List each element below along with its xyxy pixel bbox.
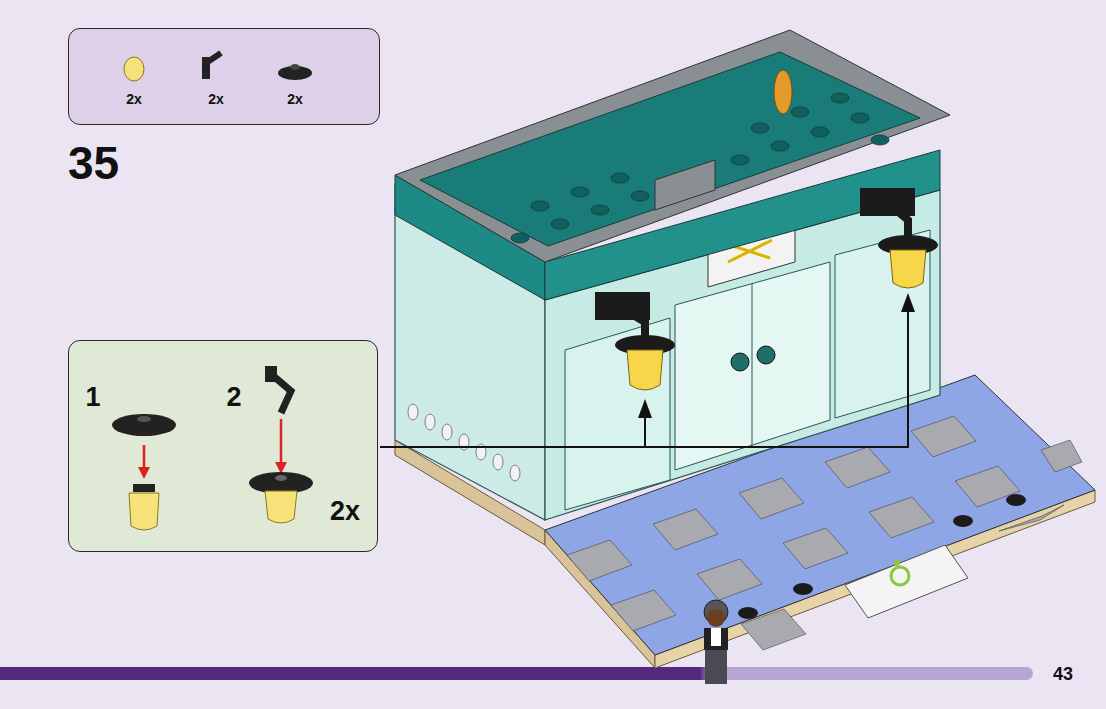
parts-callout: 2x 2x 2x [68, 28, 380, 125]
substep-number: 2 [226, 384, 241, 411]
page-number: 43 [1053, 665, 1073, 683]
quantity-label: 2x [126, 92, 142, 106]
quantity-label: 2x [287, 92, 303, 106]
substep-number: 1 [85, 384, 100, 411]
page-bar [0, 667, 1033, 680]
step-number: 35 [68, 140, 119, 186]
parts-list-art [69, 29, 381, 126]
substep-callout: 1 2 2x [68, 340, 378, 552]
quantity-label: 2x [208, 92, 224, 106]
quantity-label: 2x [330, 498, 360, 525]
